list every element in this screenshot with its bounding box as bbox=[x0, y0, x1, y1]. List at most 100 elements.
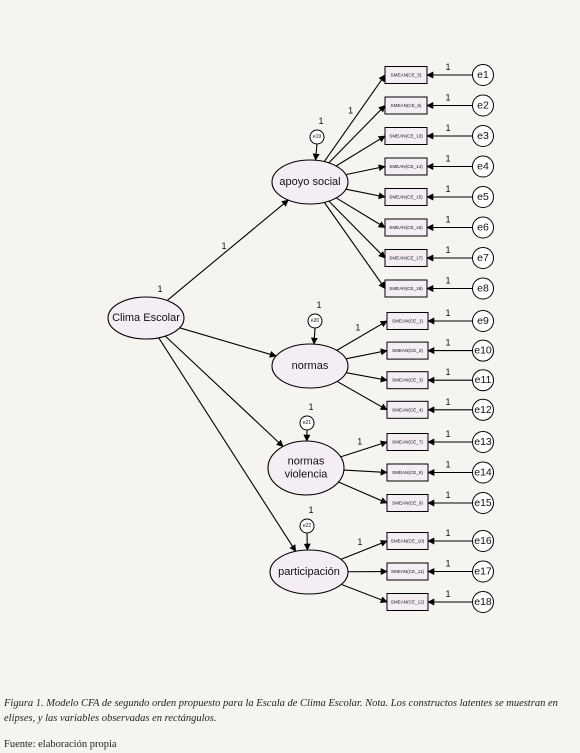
observed-variable-label: SMEAN(CE_11) bbox=[391, 569, 425, 574]
loading-path bbox=[345, 348, 388, 360]
error-weight-label: 1 bbox=[445, 490, 450, 500]
figure-source: Fuente: elaboración propia bbox=[4, 739, 117, 750]
second-order-variance-label: 1 bbox=[157, 284, 162, 294]
factor-residual-label: e22 bbox=[303, 523, 312, 529]
path-clima-to-factor-3 bbox=[164, 335, 284, 447]
error-weight-label: 1 bbox=[445, 589, 450, 599]
indicator-loading-label: 1 bbox=[348, 105, 353, 115]
error-term-label: e5 bbox=[477, 191, 489, 203]
error-term-circle bbox=[472, 186, 494, 208]
observed-variable-label: SMEAN(CE_3) bbox=[392, 378, 423, 383]
loading-path bbox=[346, 372, 388, 383]
error-weight-label: 1 bbox=[445, 276, 450, 286]
residual-path bbox=[310, 327, 318, 345]
observed-variable-label: SMEAN(CE_5) bbox=[391, 73, 422, 78]
error-weight-label: 1 bbox=[445, 367, 450, 377]
error-term-label: e1 bbox=[477, 69, 489, 81]
observed-variable-label: SMEAN(CE_1) bbox=[392, 319, 423, 324]
error-term-label: e9 bbox=[477, 315, 489, 327]
error-term-label: e18 bbox=[474, 596, 492, 608]
observed-variable-box bbox=[384, 66, 428, 84]
loading-path bbox=[338, 481, 388, 504]
observed-variable-box bbox=[386, 494, 429, 512]
observed-variable-box bbox=[386, 532, 429, 550]
error-weight-label: 1 bbox=[445, 93, 450, 103]
loading-path bbox=[336, 320, 388, 351]
error-term-circle bbox=[472, 461, 494, 484]
error-term-circle bbox=[472, 125, 494, 147]
path-clima-to-factor-4 bbox=[158, 337, 297, 552]
loading-path bbox=[345, 188, 386, 200]
observed-variable-box bbox=[384, 279, 428, 298]
error-weight-label: 1 bbox=[445, 308, 450, 318]
error-term-circle bbox=[472, 369, 494, 392]
residual-weight-label: 1 bbox=[318, 116, 323, 126]
observed-variable-label: SMEAN(CE_9) bbox=[392, 501, 423, 506]
loading-path bbox=[323, 74, 386, 162]
error-term-label: e3 bbox=[477, 130, 489, 142]
error-weight-label: 1 bbox=[445, 215, 450, 225]
error-term-label: e8 bbox=[477, 283, 489, 295]
residual-weight-label: 1 bbox=[308, 505, 313, 515]
latent-factor-label: violencia bbox=[285, 469, 329, 481]
path-clima-to-factor-2 bbox=[179, 327, 277, 358]
figure-caption: Figura 1. Modelo CFA de segundo orden pr… bbox=[4, 698, 558, 724]
observed-variable-box bbox=[384, 218, 428, 237]
observed-variable-box bbox=[386, 463, 429, 482]
error-term-circle bbox=[472, 339, 494, 362]
latent-factor-4 bbox=[269, 549, 349, 595]
error-weight-label: 1 bbox=[445, 154, 450, 164]
observed-variable-label: SMEAN(CE_10) bbox=[391, 539, 425, 544]
error-term-label: e14 bbox=[474, 467, 492, 479]
error-weight-label: 1 bbox=[445, 528, 450, 538]
indicator-loading-label: 1 bbox=[357, 537, 362, 547]
loading-path bbox=[328, 200, 386, 259]
factor-residual-circle bbox=[309, 129, 325, 145]
latent-factor-label: apoyo social bbox=[279, 176, 340, 188]
error-term-circle bbox=[472, 247, 494, 269]
error-term-label: e16 bbox=[474, 535, 492, 547]
observed-variable-box bbox=[386, 400, 429, 419]
latent-factor-3 bbox=[267, 440, 345, 496]
factor-residual-circle bbox=[299, 415, 315, 431]
error-weight-label: 1 bbox=[445, 397, 450, 407]
observed-variable-box bbox=[384, 96, 428, 115]
error-term-circle bbox=[472, 155, 494, 178]
error-weight-label: 1 bbox=[445, 338, 450, 348]
loading-path bbox=[323, 202, 386, 290]
error-term-circle bbox=[472, 530, 494, 552]
observed-variable-box bbox=[386, 312, 429, 330]
error-weight-label: 1 bbox=[445, 460, 450, 470]
indicator-loading-label: 1 bbox=[357, 436, 362, 446]
observed-variable-box bbox=[386, 341, 429, 360]
error-weight-label: 1 bbox=[445, 429, 450, 439]
observed-variable-label: SMEAN(CE_13) bbox=[389, 134, 423, 139]
error-term-label: e13 bbox=[474, 436, 492, 448]
observed-variable-label: SMEAN(CE_4) bbox=[392, 407, 423, 412]
error-term-label: e4 bbox=[477, 161, 489, 173]
second-order-factor-clima-escolar bbox=[107, 296, 185, 340]
loading-path bbox=[335, 135, 386, 167]
error-weight-label: 1 bbox=[445, 184, 450, 194]
factor-residual-circle bbox=[299, 518, 315, 534]
latent-factor-label: participación bbox=[278, 566, 340, 578]
error-term-circle bbox=[472, 398, 494, 421]
error-term-label: e6 bbox=[477, 222, 489, 234]
observed-variable-box bbox=[386, 433, 429, 451]
second-order-factor-label: Clima Escolar bbox=[112, 312, 180, 324]
error-term-circle bbox=[472, 310, 494, 332]
error-weight-label: 1 bbox=[445, 559, 450, 569]
loading-path bbox=[340, 440, 388, 458]
loading-path bbox=[341, 583, 388, 604]
indicator-loading-label: 1 bbox=[355, 323, 360, 333]
latent-factor-label: normas bbox=[288, 456, 325, 468]
observed-variable-box bbox=[386, 371, 429, 390]
loading-path bbox=[345, 164, 386, 176]
error-term-circle bbox=[472, 277, 494, 300]
factor-residual-circle bbox=[307, 313, 323, 329]
error-term-label: e10 bbox=[474, 345, 492, 357]
error-weight-label: 1 bbox=[445, 62, 450, 72]
error-weight-label: 1 bbox=[445, 123, 450, 133]
observed-variable-box bbox=[386, 562, 429, 581]
